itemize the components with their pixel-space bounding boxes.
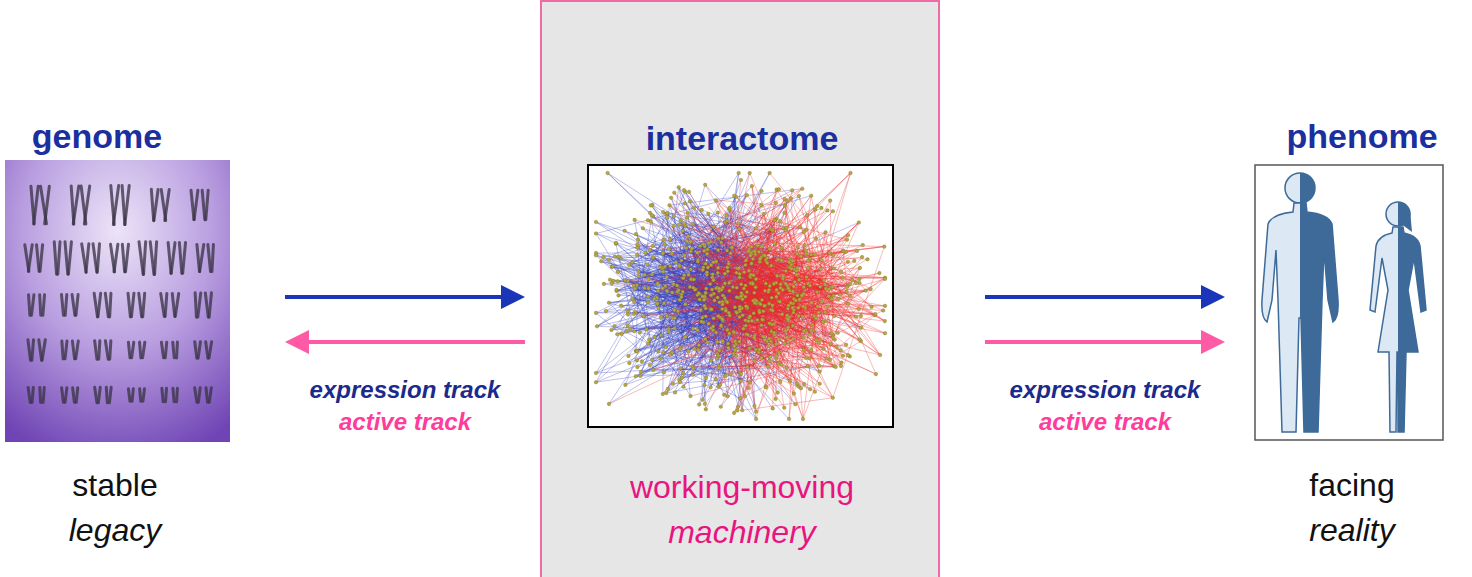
node-text: machinery <box>668 514 816 551</box>
node-text: legacy <box>69 512 162 549</box>
column-node: genome stable legacy <box>0 0 280 577</box>
node-text: stable <box>72 467 157 504</box>
node-text: facing <box>1309 467 1394 504</box>
interactome-box: interactome working-moving machinery <box>540 0 940 577</box>
arrow-line <box>307 340 525 344</box>
arrow-head <box>1201 285 1225 309</box>
karyotype-picture <box>5 160 230 442</box>
node-title: genome <box>32 117 162 156</box>
flow-arrow <box>285 330 525 354</box>
flow-arrow <box>285 285 525 309</box>
network-picture <box>588 165 893 427</box>
node-text: working-moving <box>630 469 854 506</box>
node-title: interactome <box>646 119 839 158</box>
box-ground <box>540 0 940 577</box>
human-silhouettes <box>1255 165 1443 440</box>
track-label: expression track <box>310 376 501 404</box>
track-label: active track <box>1039 408 1171 436</box>
node-title: phenome <box>1286 117 1437 156</box>
flow-arrow <box>985 330 1225 354</box>
arrow-line <box>985 340 1203 344</box>
node-text: reality <box>1309 512 1394 549</box>
column-node: phenome facing reality <box>1235 0 1472 577</box>
arrow-head <box>1201 330 1225 354</box>
arrow-head <box>285 330 309 354</box>
arrow-line <box>285 295 503 299</box>
track-label: active track <box>339 408 471 436</box>
arrow-line <box>985 295 1203 299</box>
track-label: expression track <box>1010 376 1201 404</box>
arrow-head <box>501 285 525 309</box>
flow-arrow <box>985 285 1225 309</box>
